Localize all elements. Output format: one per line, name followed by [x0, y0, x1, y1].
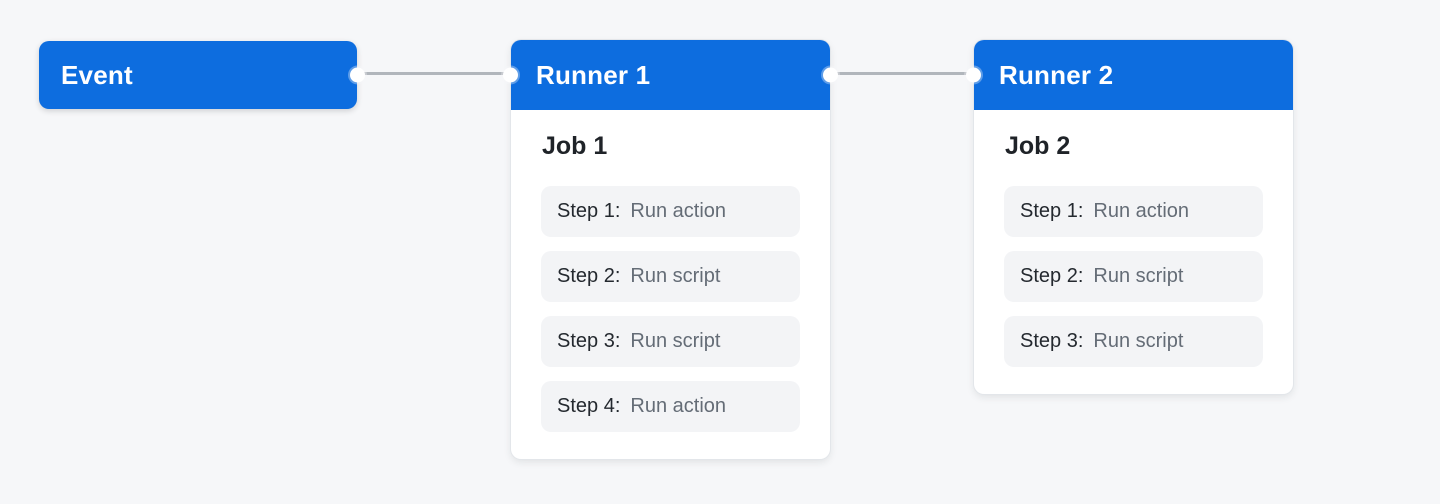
step-label: Step 2:: [1020, 265, 1084, 287]
job-1-step-2: Step 2: Run script: [541, 251, 800, 302]
step-label: Step 1:: [557, 200, 621, 222]
connector-dot: [350, 67, 365, 83]
step-label: Step 1:: [1020, 200, 1084, 222]
step-action: Run script: [1093, 330, 1184, 352]
step-action: Run script: [630, 265, 721, 287]
step-label: Step 4:: [557, 395, 621, 417]
runner-1-body: Job 1 Step 1: Run action Step 2: Run scr…: [511, 110, 830, 459]
job-2-step-3: Step 3: Run script: [1004, 316, 1263, 367]
connector-dot: [823, 67, 838, 83]
job-2-steps: Step 1: Run action Step 2: Run script St…: [1004, 186, 1263, 367]
connector-dot: [966, 67, 981, 83]
job-2-step-1: Step 1: Run action: [1004, 186, 1263, 237]
runner-1-label: Runner 1: [536, 59, 651, 90]
runner-1-header: Runner 1: [503, 40, 838, 110]
step-label: Step 3:: [557, 330, 621, 352]
connector-line-event-runner1: [357, 72, 511, 75]
event-node: Event: [39, 41, 365, 109]
job-1-step-3: Step 3: Run script: [541, 316, 800, 367]
step-action: Run action: [1093, 200, 1190, 222]
job-2-step-2: Step 2: Run script: [1004, 251, 1263, 302]
event-label: Event: [61, 59, 133, 90]
runner-1-card: Runner 1 Job 1 Step 1: Run action Step 2…: [503, 40, 838, 459]
step-label: Step 2:: [557, 265, 621, 287]
step-action: Run script: [630, 330, 721, 352]
runner-2-body: Job 2 Step 1: Run action Step 2: Run scr…: [974, 110, 1293, 394]
runner-2-label: Runner 2: [999, 59, 1114, 90]
job-1-step-4: Step 4: Run action: [541, 381, 800, 432]
runner-2-header: Runner 2: [966, 40, 1293, 110]
runner-2-card: Runner 2 Job 2 Step 1: Run action Step 2…: [966, 40, 1293, 394]
job-2-title: Job 2: [1005, 132, 1071, 160]
connector-dot: [503, 67, 518, 83]
connector-line-runner1-runner2: [830, 72, 974, 75]
step-label: Step 3:: [1020, 330, 1084, 352]
step-action: Run action: [630, 200, 727, 222]
job-1-step-1: Step 1: Run action: [541, 186, 800, 237]
step-action: Run script: [1093, 265, 1184, 287]
job-1-title: Job 1: [542, 132, 608, 160]
job-1-steps: Step 1: Run action Step 2: Run script St…: [541, 186, 800, 432]
step-action: Run action: [630, 395, 727, 417]
